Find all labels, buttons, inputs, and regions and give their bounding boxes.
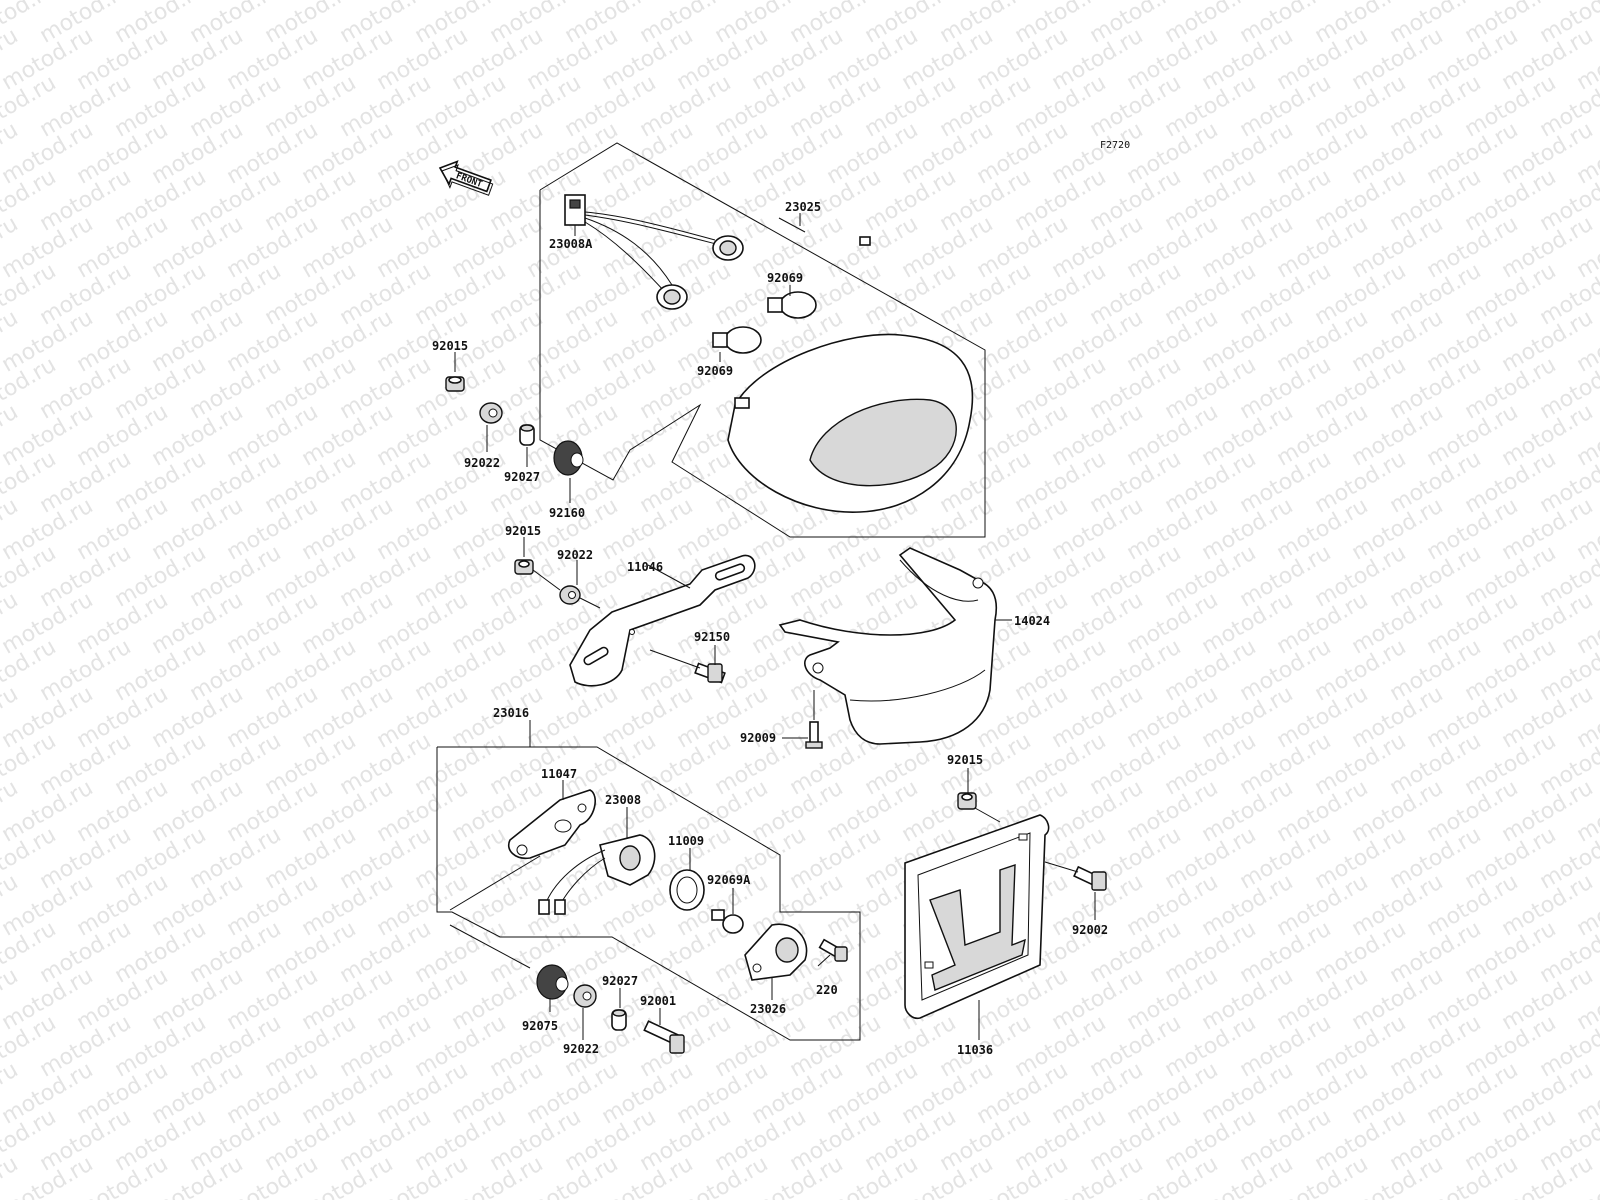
part-label-11046: 11046: [627, 560, 663, 574]
bulb-icon: [712, 326, 762, 354]
part-label-23025: 23025: [785, 200, 821, 214]
part-label-23008: 23008: [605, 793, 641, 807]
part-label-92022: 92022: [464, 456, 500, 470]
part-label-14024: 14024: [1014, 614, 1050, 628]
nut-icon: [445, 376, 465, 392]
diagram-code: F2720: [1100, 140, 1130, 151]
bulb-icon: [767, 291, 817, 319]
part-label-92022: 92022: [563, 1042, 599, 1056]
part-label-23016: 23016: [493, 706, 529, 720]
lamp-bracket-11047-icon: [508, 789, 596, 860]
screw-icon: [818, 938, 848, 962]
part-label-11047: 11047: [541, 767, 577, 781]
part-label-92002: 92002: [1072, 923, 1108, 937]
part-label-11009: 11009: [668, 834, 704, 848]
part-label-92075: 92075: [522, 1019, 558, 1033]
tail-lamp-assembly-group: [445, 142, 986, 538]
bulb-socket-icon: [712, 235, 744, 261]
lens-23026-icon: [744, 923, 808, 981]
part-label-92150: 92150: [694, 630, 730, 644]
washer-icon: [573, 984, 597, 1008]
screw-icon: [805, 721, 823, 749]
bolt-icon: [643, 1020, 685, 1054]
grommet-icon: [553, 440, 584, 476]
nut-icon: [957, 792, 977, 810]
part-label-92015: 92015: [947, 753, 983, 767]
collar-icon: [519, 424, 535, 446]
nut-icon: [514, 559, 534, 575]
license-lamp-assembly-group: [436, 746, 861, 1041]
wiring-harness-connector-icon: [564, 194, 721, 293]
leader-lines: [454, 213, 1096, 1040]
bolt-icon: [694, 662, 726, 684]
part-label-23008A: 23008A: [549, 237, 593, 251]
license-plate-bracket-11036-icon: [904, 814, 1050, 1020]
lamp-socket-23008-icon: [538, 834, 656, 915]
part-label-92015: 92015: [505, 524, 541, 538]
bulb-icon: [711, 909, 744, 934]
part-label-92009: 92009: [740, 731, 776, 745]
part-label-92069: 92069: [767, 271, 803, 285]
part-label-92160: 92160: [549, 506, 585, 520]
part-label-92015: 92015: [432, 339, 468, 353]
rear-cover-14024-icon: [778, 547, 997, 745]
part-label-92001: 92001: [640, 994, 676, 1008]
part-label-92069: 92069: [697, 364, 733, 378]
washer-icon: [479, 402, 503, 424]
part-labels: 23025 23008A 92069 92069 92015 92022 920…: [432, 200, 1108, 1057]
tail-lamp-lens-icon: [727, 236, 974, 513]
part-label-23026: 23026: [750, 1002, 786, 1016]
washer-icon: [559, 585, 581, 605]
bracket-11046-icon: [569, 554, 756, 687]
bulb-socket-icon: [656, 284, 688, 310]
part-label-92027: 92027: [504, 470, 540, 484]
front-arrow-icon: FRONT: [438, 160, 494, 196]
part-label-92069A: 92069A: [707, 873, 751, 887]
collar-icon: [611, 1009, 627, 1031]
part-label-92022: 92022: [557, 548, 593, 562]
part-label-92027: 92027: [602, 974, 638, 988]
part-label-11036: 11036: [957, 1043, 993, 1057]
part-label-220: 220: [816, 983, 838, 997]
bolt-icon: [1073, 865, 1107, 891]
grommet-icon: [536, 964, 569, 1000]
gasket-11009-icon: [669, 869, 705, 911]
